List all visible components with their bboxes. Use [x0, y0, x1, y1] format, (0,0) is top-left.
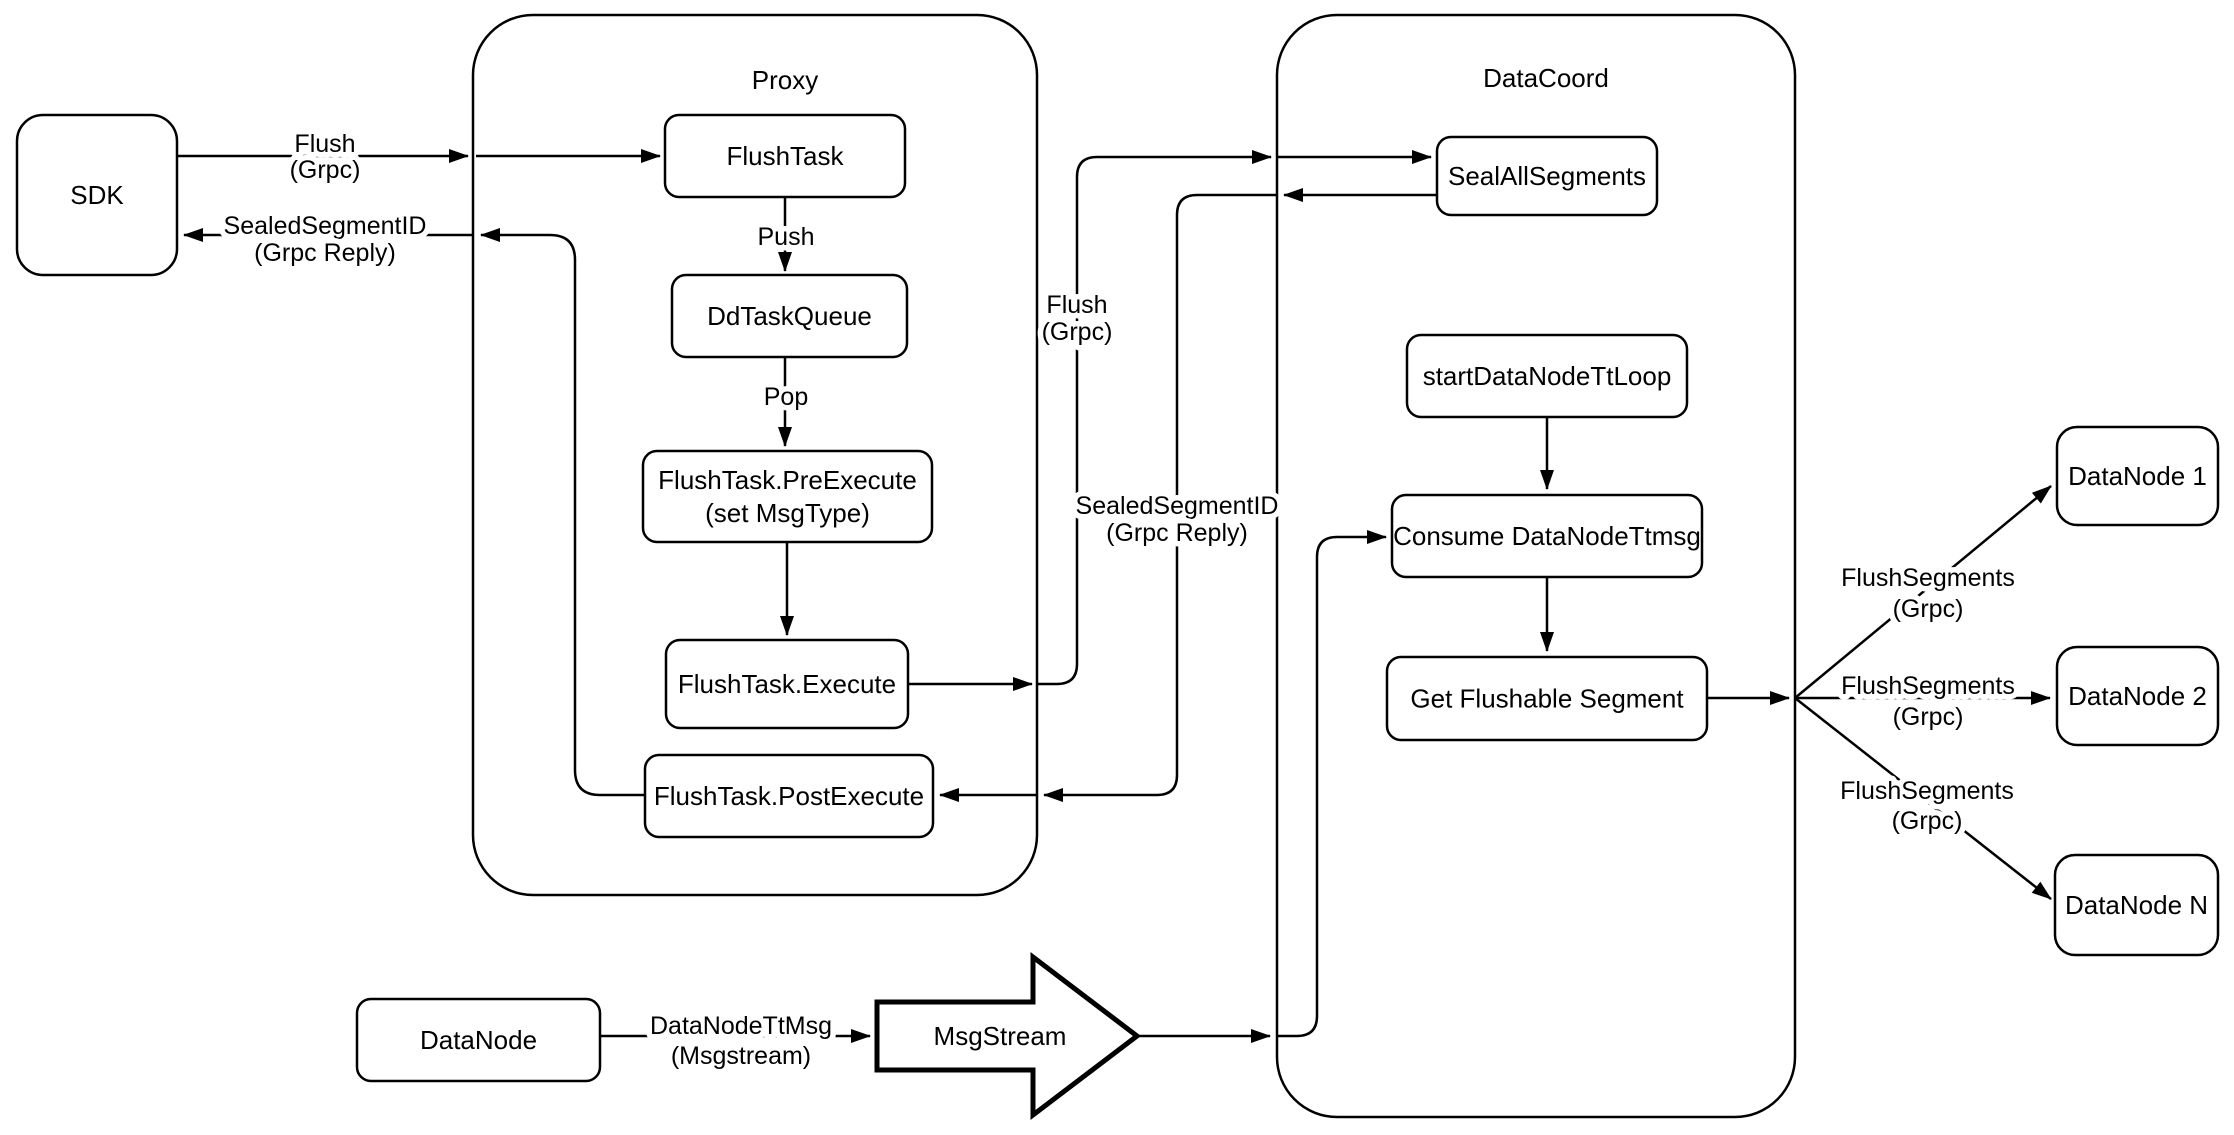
datanode-node-label: DataNode — [420, 1025, 537, 1055]
flush-grpc-mid-label: Flush — [1046, 291, 1107, 319]
fan-to-datanoden-edge — [1794, 697, 2052, 900]
datanode-1-node-label: DataNode 1 — [2068, 461, 2207, 491]
sdk-node — [15, 113, 179, 277]
consume-datanodettmsg-node-label: Consume DataNodeTtmsg — [1393, 521, 1701, 551]
sealedsegmentid-mid-label: SealedSegmentID — [1076, 492, 1279, 520]
sealallsegments-node-label: SealAllSegments — [1448, 161, 1646, 191]
datanode-n-node — [2053, 853, 2220, 957]
sealedsegmentid-left-label: (Grpc Reply) — [254, 239, 396, 267]
push-label: Push — [758, 223, 815, 251]
postexecute-to-proxy-boundary-edge — [480, 228, 645, 797]
flushtask-postexecute-node-label: FlushTask.PostExecute — [654, 781, 924, 811]
proxy-container-title: Proxy — [752, 65, 818, 95]
flush-grpc-top-label: Flush — [294, 130, 355, 158]
datanodettmsg-label: (Msgstream) — [671, 1042, 811, 1070]
datanode-2-node-label: DataNode 2 — [2068, 681, 2207, 711]
flushsegments-grpc-3-label: FlushSegments — [1840, 777, 2014, 805]
flushtask-node — [663, 113, 907, 199]
flushtask-postexecute-node — [643, 753, 935, 839]
flushtask-preexecute-node-label: FlushTask.PreExecute — [658, 465, 917, 495]
msgstream-to-consume-edge — [1277, 530, 1387, 1038]
ddtaskqueue-node — [670, 273, 909, 359]
flushtask-execute-node — [664, 638, 910, 730]
flush-grpc-mid-label: (Grpc) — [1042, 318, 1113, 346]
sdk-node-label: SDK — [70, 180, 124, 210]
fan-to-datanode1-edge — [1794, 485, 2052, 699]
datanode-node — [355, 997, 602, 1083]
flushsegments-grpc-2-label: FlushSegments — [1841, 672, 2015, 700]
flushtask-preexecute-node-label: (set MsgType) — [705, 498, 870, 528]
msgstream-arrow-shape — [874, 951, 1142, 1121]
datanode-1-node — [2055, 425, 2220, 527]
flushsegments-grpc-3-label: (Grpc) — [1892, 807, 1963, 835]
get-flushable-segment-node — [1385, 655, 1709, 742]
ddtaskqueue-node-label: DdTaskQueue — [707, 301, 872, 331]
msgstream-arrow-shape-label: MsgStream — [934, 1021, 1067, 1051]
flushsegments-grpc-1-label: FlushSegments — [1841, 564, 2015, 592]
flush-proxy-to-datacoord-edge — [1037, 150, 1272, 686]
flushtask-preexecute-node — [641, 449, 934, 544]
datanodettmsg-label: DataNodeTtMsg — [650, 1012, 832, 1040]
datanode-n-node-label: DataNode N — [2065, 890, 2208, 920]
flushtask-execute-node-label: FlushTask.Execute — [678, 669, 896, 699]
datanode-2-node — [2055, 645, 2220, 747]
flush-grpc-top-label: (Grpc) — [290, 156, 361, 184]
consume-datanodettmsg-node — [1390, 493, 1704, 579]
get-flushable-segment-node-label: Get Flushable Segment — [1410, 684, 1684, 714]
datacoord-container — [1275, 13, 1797, 1119]
proxy-container — [471, 13, 1039, 897]
flushsegments-grpc-2-label: (Grpc) — [1893, 703, 1964, 731]
sealallsegments-node — [1435, 135, 1659, 217]
flushsegments-grpc-1-label: (Grpc) — [1893, 595, 1964, 623]
datacoord-container-title: DataCoord — [1483, 63, 1609, 93]
sealedsegmentid-mid-label: (Grpc Reply) — [1106, 519, 1248, 547]
flushtask-node-label: FlushTask — [726, 141, 844, 171]
startdatanodettloop-node-label: startDataNodeTtLoop — [1423, 361, 1672, 391]
pop-label: Pop — [764, 383, 808, 411]
sealedsegmentid-left-label: SealedSegmentID — [224, 212, 427, 240]
reply-datacoord-to-proxy-edge — [1043, 193, 1277, 802]
startdatanodettloop-node — [1405, 333, 1689, 419]
